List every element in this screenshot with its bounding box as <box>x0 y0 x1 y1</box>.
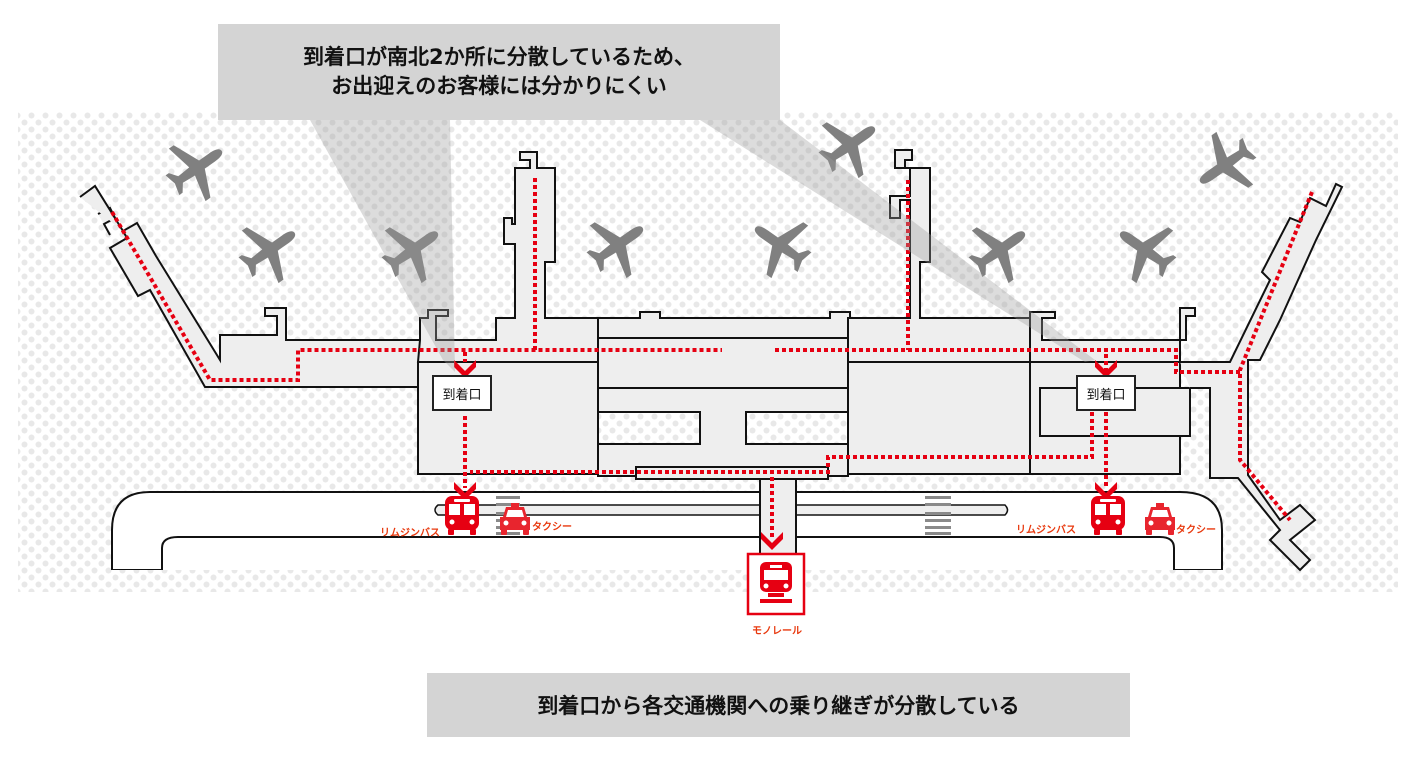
callout-transfer-split: 到着口から各交通機関への乗り継ぎが分散している <box>427 673 1130 737</box>
monorail-icon <box>746 552 806 616</box>
monorail-label: モノレール <box>752 626 802 637</box>
walking-route <box>110 178 1314 540</box>
callout-arrival-split: 到着口が南北2か所に分散しているため、 お出迎えのお客様には分かりにくい <box>218 24 780 120</box>
callout-beams <box>310 120 1095 372</box>
roadway <box>111 491 1223 571</box>
limousine-bus-label-north: リムジンバス <box>380 528 440 539</box>
callout-line-1: 到着口が南北2か所に分散しているため、 <box>303 45 695 69</box>
arrival-gate-north: 到着口 <box>432 375 492 411</box>
limousine-bus-icon <box>1091 496 1125 535</box>
taxi-label-south: タクシー <box>1176 525 1216 536</box>
taxi-label-north: タクシー <box>532 522 572 533</box>
callout-bottom-text: 到着口から各交通機関への乗り継ぎが分散している <box>537 694 1020 718</box>
limousine-bus-icon <box>445 496 479 535</box>
limousine-bus-label-south: リムジンバス <box>1016 525 1076 536</box>
arrival-gate-south: 到着口 <box>1076 375 1136 411</box>
callout-line-2: お出迎えのお客様には分かりにくい <box>331 74 667 98</box>
